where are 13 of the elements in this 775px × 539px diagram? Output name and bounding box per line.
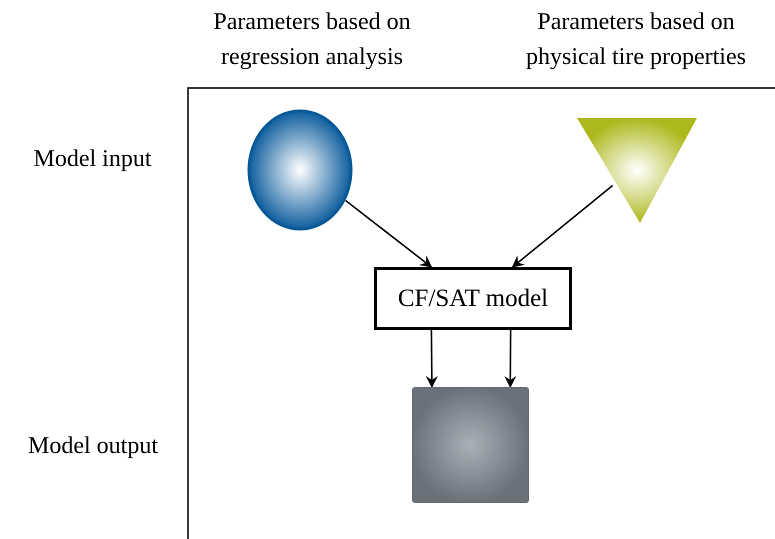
square-shape bbox=[412, 387, 529, 503]
arrow bbox=[426, 330, 438, 388]
box-label: CF/SAT model bbox=[398, 284, 548, 312]
column-heading: Parameters based on physical tire properties bbox=[525, 8, 747, 72]
row-heading: Model output bbox=[27, 432, 159, 461]
triangle-shape bbox=[576, 117, 698, 224]
arrow bbox=[512, 184, 614, 268]
process-box bbox=[374, 267, 572, 330]
column-heading: Parameters based on regression analysis bbox=[212, 8, 412, 72]
arrow bbox=[345, 200, 432, 268]
row-heading: Model input bbox=[32, 145, 152, 174]
circle-shape bbox=[247, 109, 353, 231]
arrow bbox=[504, 330, 516, 388]
